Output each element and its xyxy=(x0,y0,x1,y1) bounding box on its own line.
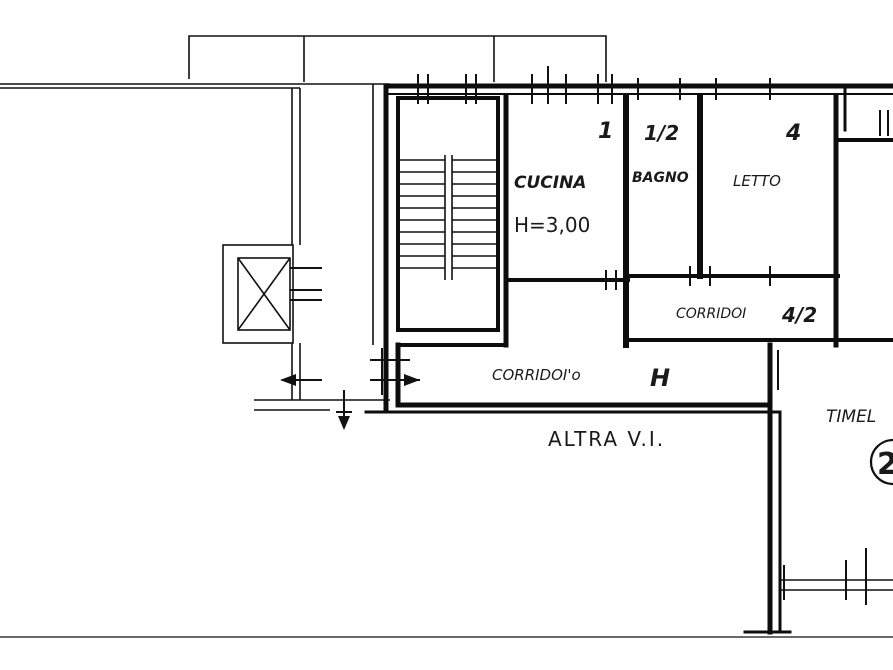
bathroom-name: BAGNO xyxy=(632,170,689,186)
staircase xyxy=(400,155,496,280)
bedroom-number: 4 xyxy=(785,121,801,146)
kitchen-height: H=3,00 xyxy=(514,213,590,237)
arrows xyxy=(280,374,420,430)
walls xyxy=(364,83,893,635)
circled-number: 2 xyxy=(877,447,893,482)
corridor-upper-number: 4/2 xyxy=(781,303,817,327)
bedroom-name: LETTO xyxy=(733,172,781,190)
corridor-upper-name: CORRIDOI xyxy=(676,306,746,322)
bathroom-number: 1/2 xyxy=(644,121,679,145)
labels: 1 CUCINA H=3,00 1/2 BAGNO 4 LETTO CORRID… xyxy=(492,119,893,486)
side-label: TIMEL xyxy=(826,407,876,427)
openings xyxy=(282,66,889,605)
elevator-shaft-icon xyxy=(237,257,291,331)
kitchen-number: 1 xyxy=(598,119,613,144)
kitchen-name: CUCINA xyxy=(514,173,586,193)
corridor-lower-name: CORRIDOI'o xyxy=(492,366,581,384)
corridor-lower-number: H xyxy=(650,364,670,392)
circled-number-ring xyxy=(869,438,893,486)
context-lines xyxy=(0,35,893,638)
neighbour-unit-label: ALTRA V.I. xyxy=(548,427,665,451)
